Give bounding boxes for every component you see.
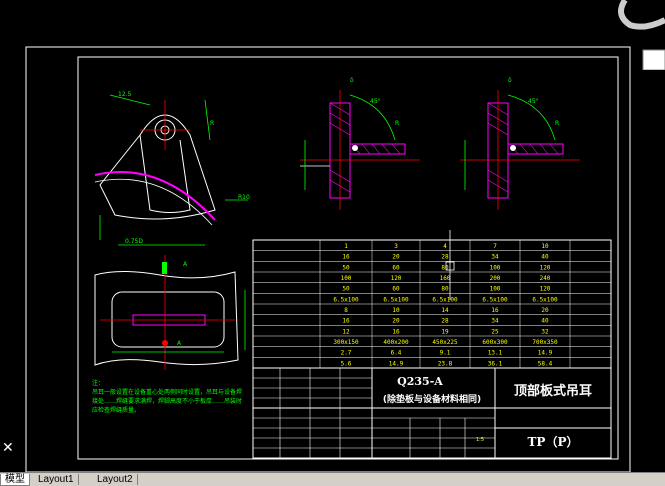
table-cell: 8 [344, 307, 348, 314]
table-cell: 50 [342, 264, 350, 271]
table-cell: 20 [392, 254, 400, 261]
table-cell: 20 [541, 307, 549, 314]
table-cell: 28 [441, 254, 449, 261]
section-view-left: 45° R δ [300, 77, 420, 210]
table-cell: 80 [441, 264, 449, 271]
table-cell: 13.1 [488, 350, 503, 357]
table-cell: 16 [491, 307, 499, 314]
viewcube-icon[interactable] [615, 0, 665, 70]
notes-title: 注： [92, 379, 104, 387]
table-cell: 50 [342, 286, 350, 293]
table-cell: 2.7 [341, 350, 352, 357]
crosshair-cursor [445, 230, 455, 300]
table-cell: 16 [342, 318, 350, 325]
svg-text:R: R [395, 120, 399, 127]
table-cell: 120 [391, 275, 402, 282]
table-cell: 300x150 [333, 339, 359, 346]
table-cell: 14.9 [389, 360, 404, 367]
table-cell: 80 [441, 286, 449, 293]
table-cell: 40 [541, 254, 549, 261]
table-cell: 6.5x100 [432, 296, 458, 303]
outer-border [25, 46, 631, 472]
table-cell: 6.4 [391, 350, 402, 357]
table-cell: 28 [441, 318, 449, 325]
svg-text:0.75D: 0.75D [125, 238, 143, 245]
table-cell: 100 [341, 275, 352, 282]
svg-text:A: A [177, 340, 182, 347]
table-cell: 16 [342, 254, 350, 261]
table-cell: 700x350 [532, 339, 558, 346]
table-cell: 36.1 [488, 360, 503, 367]
lug-plan-view: A A [94, 255, 246, 370]
table-cell: 19 [441, 328, 449, 335]
material-label: Q235-A [397, 375, 443, 388]
table-cell: 7 [493, 243, 497, 250]
table-cell: 40 [541, 318, 549, 325]
table-cell: 6.5x100 [383, 296, 409, 303]
cad-drawing: 12.5 R R10 0.75D A A 45° R δ [25, 46, 631, 472]
svg-text:R: R [210, 120, 214, 127]
table-cell: 60 [392, 264, 400, 271]
section-view-right: 45° R δ [460, 77, 580, 210]
table-cell: 20 [392, 318, 400, 325]
table-cell: 100 [490, 286, 501, 293]
svg-text:δ: δ [350, 77, 354, 84]
scale-value: 1:5 [476, 437, 484, 443]
table-cell: 6.5x100 [532, 296, 558, 303]
tab-layout2[interactable]: Layout2 [93, 474, 138, 485]
table-cell: 25 [491, 328, 499, 335]
table-cell: 14 [441, 307, 449, 314]
material-note: (除垫板与设备材料相同) [383, 393, 481, 405]
notes-text-box: 吊耳一般设置在设备重心处两侧同时设置，吊耳与设备焊接处……焊缝要求满焊，焊脚高度… [92, 388, 247, 448]
svg-text:A: A [183, 261, 188, 268]
table-cell: 12 [342, 328, 350, 335]
table-cell: 4 [443, 243, 447, 250]
table-cell: 10 [541, 243, 549, 250]
table-cell: 16 [392, 328, 400, 335]
table-cell: 3 [394, 243, 398, 250]
table-cell: 200 [490, 275, 501, 282]
title-block: Q235-A (除垫板与设备材料相同) 顶部板式吊耳 TP（P） 1:5 [252, 367, 612, 459]
tab-layout1[interactable]: Layout1 [34, 474, 79, 485]
table-cell: 10 [392, 307, 400, 314]
svg-text:δ: δ [508, 77, 512, 84]
table-cell: 100 [490, 264, 501, 271]
inner-frame [77, 56, 619, 460]
table-cell: 450x225 [432, 339, 458, 346]
table-cell: 9.1 [440, 350, 451, 357]
layout-tab-bar: 模型 Layout1 Layout2 [0, 472, 665, 486]
table-cell: 120 [540, 286, 551, 293]
svg-text:12.5: 12.5 [118, 91, 132, 98]
table-cell: 120 [540, 264, 551, 271]
notes-text: 吊耳一般设置在设备重心处两侧同时设置，吊耳与设备焊接处……焊缝要求满焊，焊脚高度… [92, 389, 243, 414]
part-code: TP（P） [528, 434, 579, 449]
svg-text:R10: R10 [238, 194, 250, 201]
table-cell: 60 [392, 286, 400, 293]
svg-text:45°: 45° [370, 98, 381, 105]
svg-text:45°: 45° [528, 98, 539, 105]
table-cell: 240 [540, 275, 551, 282]
table-cell: 400x200 [383, 339, 409, 346]
table-cell: 32 [541, 328, 549, 335]
notes-block: 注： [92, 379, 104, 387]
table-cell: 6.5x100 [333, 296, 359, 303]
table-cell: 1 [344, 243, 348, 250]
svg-text:R: R [555, 120, 559, 127]
table-cell: 23.8 [438, 360, 453, 367]
table-cell: 34 [491, 318, 499, 325]
lug-front-view: 12.5 R R10 0.75D [94, 91, 250, 246]
table-cell: 6.5x100 [482, 296, 508, 303]
part-name: 顶部板式吊耳 [514, 383, 592, 399]
table-cell: 34 [491, 254, 499, 261]
table-cell: 160 [440, 275, 451, 282]
table-cell: 5.6 [341, 360, 352, 367]
table-cell: 600x300 [482, 339, 508, 346]
tab-model[interactable]: 模型 [0, 474, 30, 486]
table-cell: 14.9 [538, 350, 553, 357]
drawing-canvas[interactable]: 12.5 R R10 0.75D A A 45° R δ [0, 0, 665, 472]
close-icon[interactable]: ✕ [2, 440, 14, 456]
table-cell: 58.4 [538, 360, 553, 367]
